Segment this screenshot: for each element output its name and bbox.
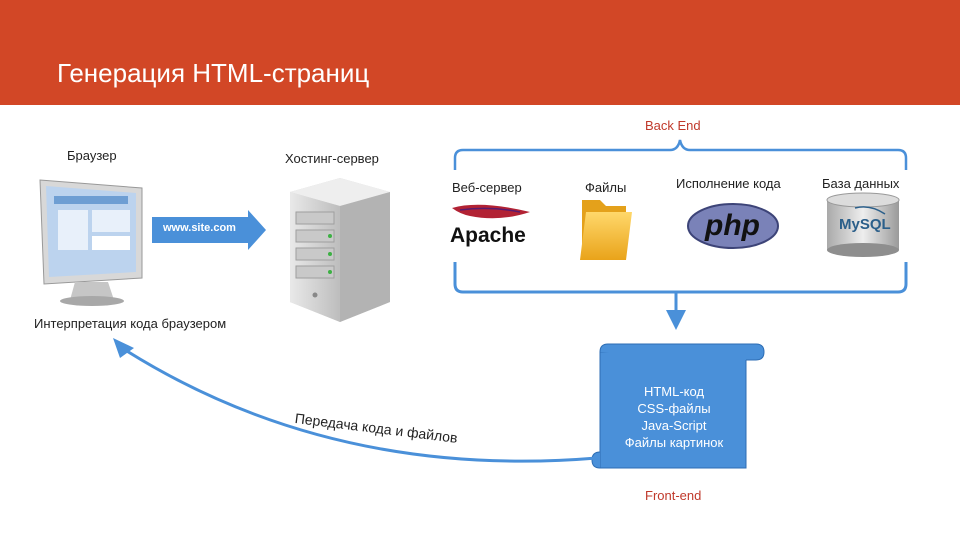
url-arrow [152,210,266,250]
mysql-logo-text: MySQL [839,216,891,233]
php-logo-icon [687,203,779,249]
scroll-content: HTML-код CSS-файлы Java-Script Файлы кар… [600,383,748,451]
header-bar: Генерация HTML-страниц [0,0,960,105]
code-exec-label: Исполнение кода [676,176,781,191]
return-arrow-head [113,338,134,358]
scroll-line: CSS-файлы [637,401,711,416]
scroll-line: Файлы картинок [624,435,724,450]
scroll-icon [591,343,765,469]
files-label: Файлы [585,180,627,195]
php-logo-text: php [705,209,760,242]
database-label: База данных [822,176,900,191]
hosting-label: Хостинг-сервер [285,151,379,166]
back-end-label: Back End [645,118,701,133]
web-server-label: Веб-сервер [452,180,522,195]
scroll-line: Java-Script [641,418,707,433]
url-label: www.site.com [163,222,236,234]
mysql-logo-icon [826,192,900,257]
browser-label: Браузер [67,148,117,163]
server-icon [290,178,390,322]
scroll-line: HTML-код [643,384,705,399]
folder-icon [580,200,632,260]
backend-bracket [453,139,908,170]
interpretation-label: Интерпретация кода браузером [34,316,227,331]
monitor-icon [39,179,143,306]
page-title: Генерация HTML-страниц [57,58,370,88]
front-end-label: Front-end [645,488,702,503]
collect-bracket [453,262,908,294]
return-arrow [121,346,598,463]
apache-logo-text: Apache [450,224,526,247]
down-arrow [666,310,686,330]
